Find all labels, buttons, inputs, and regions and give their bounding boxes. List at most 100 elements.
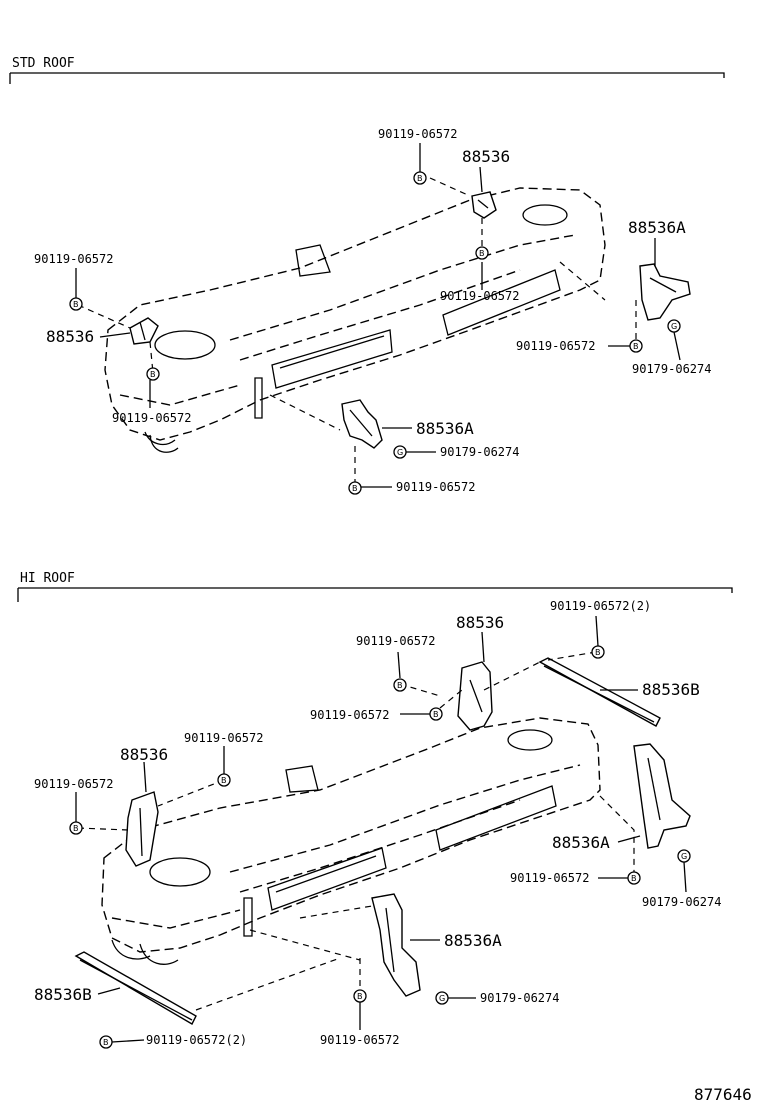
std-fuel-tank (104, 187, 606, 453)
std-line-top-bracket (479, 166, 483, 193)
std-left-bracket (129, 317, 159, 345)
std-lower-bolt-label: 90119-06572 (396, 480, 475, 494)
figure-number: 877646 (694, 1085, 752, 1104)
hi-leader-left (77, 827, 129, 831)
hi-left-bracket-label: 88536 (120, 745, 168, 764)
std-bolt-icon: B (413, 171, 427, 185)
svg-text:B: B (633, 342, 639, 351)
hi-right-rail-label: 88536B (642, 680, 700, 699)
svg-text:G: G (397, 448, 403, 457)
std-leader-left (77, 304, 131, 329)
svg-text:B: B (433, 710, 439, 719)
hi-right-bracket-label: 88536A (552, 833, 610, 852)
svg-text:G: G (439, 994, 445, 1003)
hi-leader-top (399, 661, 541, 709)
svg-text:B: B (103, 1038, 109, 1047)
std-top-bracket (471, 191, 497, 219)
svg-text:B: B (357, 992, 363, 1001)
std-roof-section: STD ROOF (9, 56, 725, 495)
hi-leader-right (599, 795, 635, 876)
std-right-bracket-label: 88536A (628, 218, 686, 237)
hi-line-left-bracket (143, 761, 147, 793)
std-roof-title: STD ROOF (12, 56, 75, 71)
svg-text:B: B (73, 300, 79, 309)
svg-text:B: B (150, 370, 156, 379)
svg-text:B: B (352, 484, 358, 493)
hi-center-nut-label: 90179-06274 (480, 991, 559, 1005)
svg-text:G: G (671, 322, 677, 331)
std-lower-bracket-label: 88536A (416, 419, 474, 438)
std-lower-nut-label: 90179-06274 (440, 445, 519, 459)
svg-text:B: B (595, 648, 601, 657)
std-bolt-icon: B (348, 481, 362, 495)
hi-line-top-bolt (397, 651, 401, 679)
hi-top-bolt2-label: 90119-06572 (310, 708, 389, 722)
hi-bolt-icon: B (429, 707, 443, 721)
std-bolt-icon: B (146, 367, 160, 381)
std-lower-bracket (341, 399, 383, 449)
svg-text:B: B (221, 776, 227, 785)
hi-bolt-icon: B (591, 645, 605, 659)
std-leader-misc (269, 261, 606, 431)
hi-fuel-tank (101, 717, 601, 965)
std-lower-left-bolt-label: 90119-06572 (440, 289, 519, 303)
std-nut-icon: G (667, 319, 681, 333)
std-line-right-nut (673, 331, 681, 361)
std-line-left-bracket (99, 332, 131, 338)
std-bolt-icon: B (475, 246, 489, 260)
hi-left-rail-label: 88536B (34, 985, 92, 1004)
std-right-bolt-label: 90119-06572 (516, 339, 595, 353)
std-mid-bolt-label: 90119-06572 (112, 411, 191, 425)
hi-leader-center (249, 905, 373, 961)
std-top-bolt-label: 90119-06572 (378, 127, 457, 141)
hi-bolt-icon: B (99, 1035, 113, 1049)
hi-bolt-icon: B (627, 871, 641, 885)
hi-roof-section: HI ROOF (17, 571, 733, 1049)
hi-left-rail (74, 951, 197, 1025)
hi-nut-icon: G (435, 991, 449, 1005)
hi-right-bolt-label: 90119-06572 (510, 871, 589, 885)
hi-right-rail (538, 657, 661, 727)
std-right-nut-label: 90179-06274 (632, 362, 711, 376)
hi-leader-left-upper (157, 779, 225, 807)
hi-leader-top-right (547, 651, 597, 661)
std-right-bracket (639, 263, 691, 321)
hi-top-bracket-label: 88536 (456, 613, 504, 632)
svg-text:B: B (397, 681, 403, 690)
std-bolt-icon: B (69, 297, 83, 311)
hi-bolt-icon: B (393, 678, 407, 692)
hi-leader-bottom (195, 957, 341, 1011)
svg-text:B: B (73, 824, 79, 833)
hi-right-bracket (633, 743, 691, 849)
hi-roof-title: HI ROOF (20, 571, 75, 586)
hi-top-bolt-label: 90119-06572 (356, 634, 435, 648)
hi-bolt-icon: B (217, 773, 231, 787)
std-left-bolt-label: 90119-06572 (34, 252, 113, 266)
svg-text:G: G (681, 852, 687, 861)
hi-nut-icon: G (677, 849, 691, 863)
std-leader-top (429, 177, 471, 197)
hi-right-nut-label: 90179-06274 (642, 895, 721, 909)
hi-bolt-icon: B (353, 989, 367, 1003)
hi-line-right-bracket (617, 835, 641, 843)
std-nut-icon: G (393, 445, 407, 459)
hi-bottom-left-bolt-label: 90119-06572(2) (146, 1033, 247, 1047)
hi-line-top-right-bolt (595, 615, 599, 647)
hi-left-bolt-label: 90119-06572 (34, 777, 113, 791)
hi-section-bracket-line (17, 587, 733, 602)
hi-center-bracket (371, 893, 421, 997)
hi-left-upper-bolt-label: 90119-06572 (184, 731, 263, 745)
hi-line-top-bracket (481, 631, 485, 663)
std-bolt-icon: B (629, 339, 643, 353)
hi-bottom-bolt-label: 90119-06572 (320, 1033, 399, 1047)
hi-top-right-bolt-label: 90119-06572(2) (550, 599, 651, 613)
svg-text:B: B (479, 249, 485, 258)
hi-line-right-nut (683, 861, 687, 893)
hi-line-left-rail (97, 987, 121, 995)
std-top-bracket-label: 88536 (462, 147, 510, 166)
std-left-bracket-label: 88536 (46, 327, 94, 346)
svg-text:B: B (417, 174, 423, 183)
std-section-bracket-line (9, 72, 725, 84)
svg-text:B: B (631, 874, 637, 883)
